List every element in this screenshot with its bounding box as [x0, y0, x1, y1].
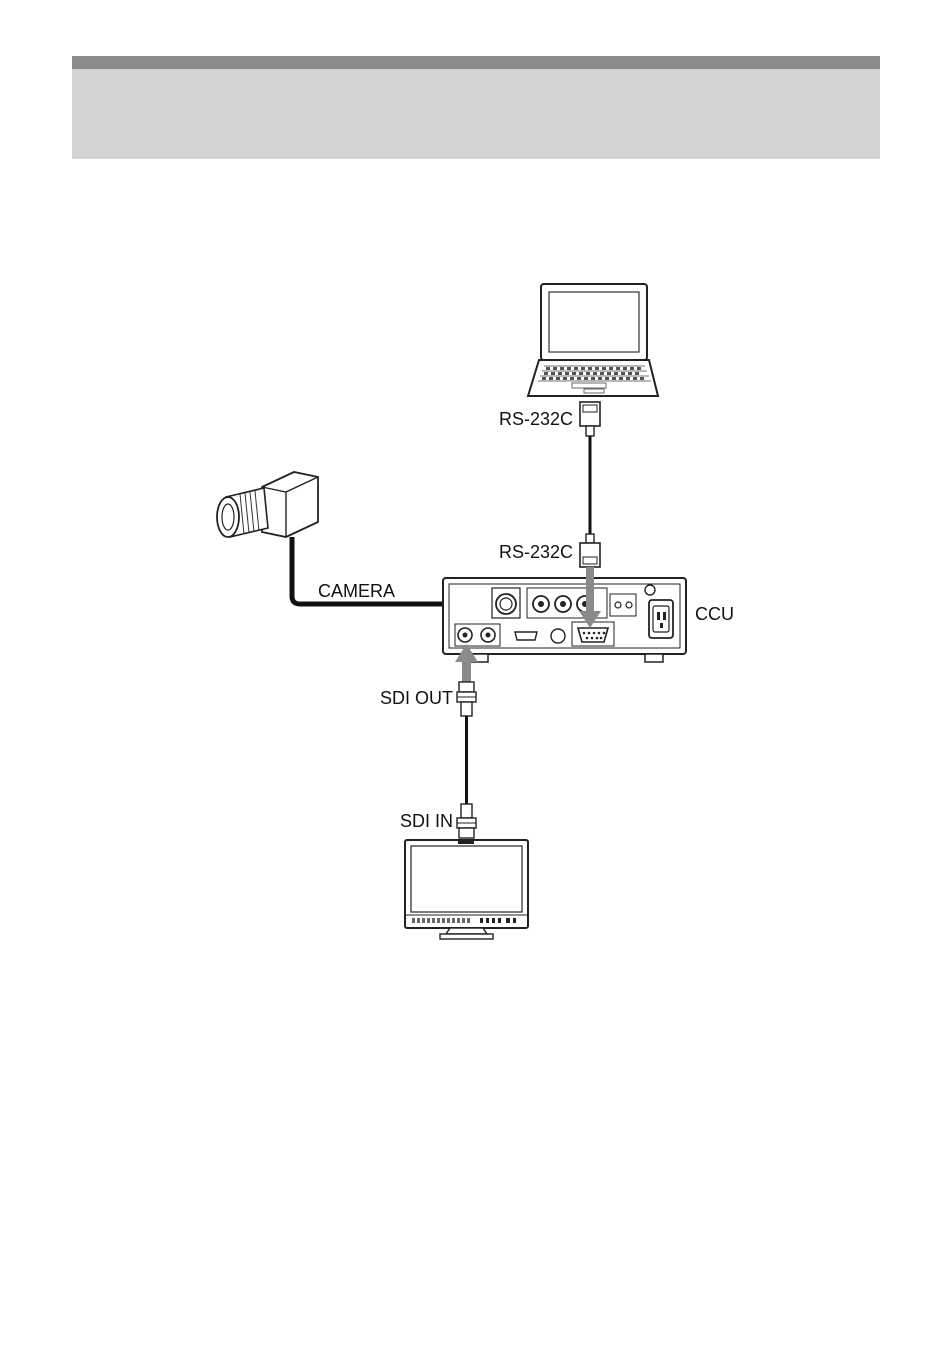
- label-sdi-out: SDI OUT: [380, 688, 453, 708]
- label-ccu: CCU: [695, 604, 734, 624]
- label-camera: CAMERA: [318, 581, 395, 601]
- label-rs232c-ccu: RS-232C: [499, 542, 573, 562]
- ccu-unit-icon: [443, 578, 686, 662]
- label-sdi-in: SDI IN: [400, 811, 453, 831]
- monitor-icon: [405, 840, 528, 939]
- sdi-cable: [457, 682, 476, 838]
- label-rs232c-pc: RS-232C: [499, 409, 573, 429]
- laptop-icon: [528, 284, 658, 396]
- rs232c-cable: [580, 402, 600, 567]
- camera-icon: [217, 472, 318, 537]
